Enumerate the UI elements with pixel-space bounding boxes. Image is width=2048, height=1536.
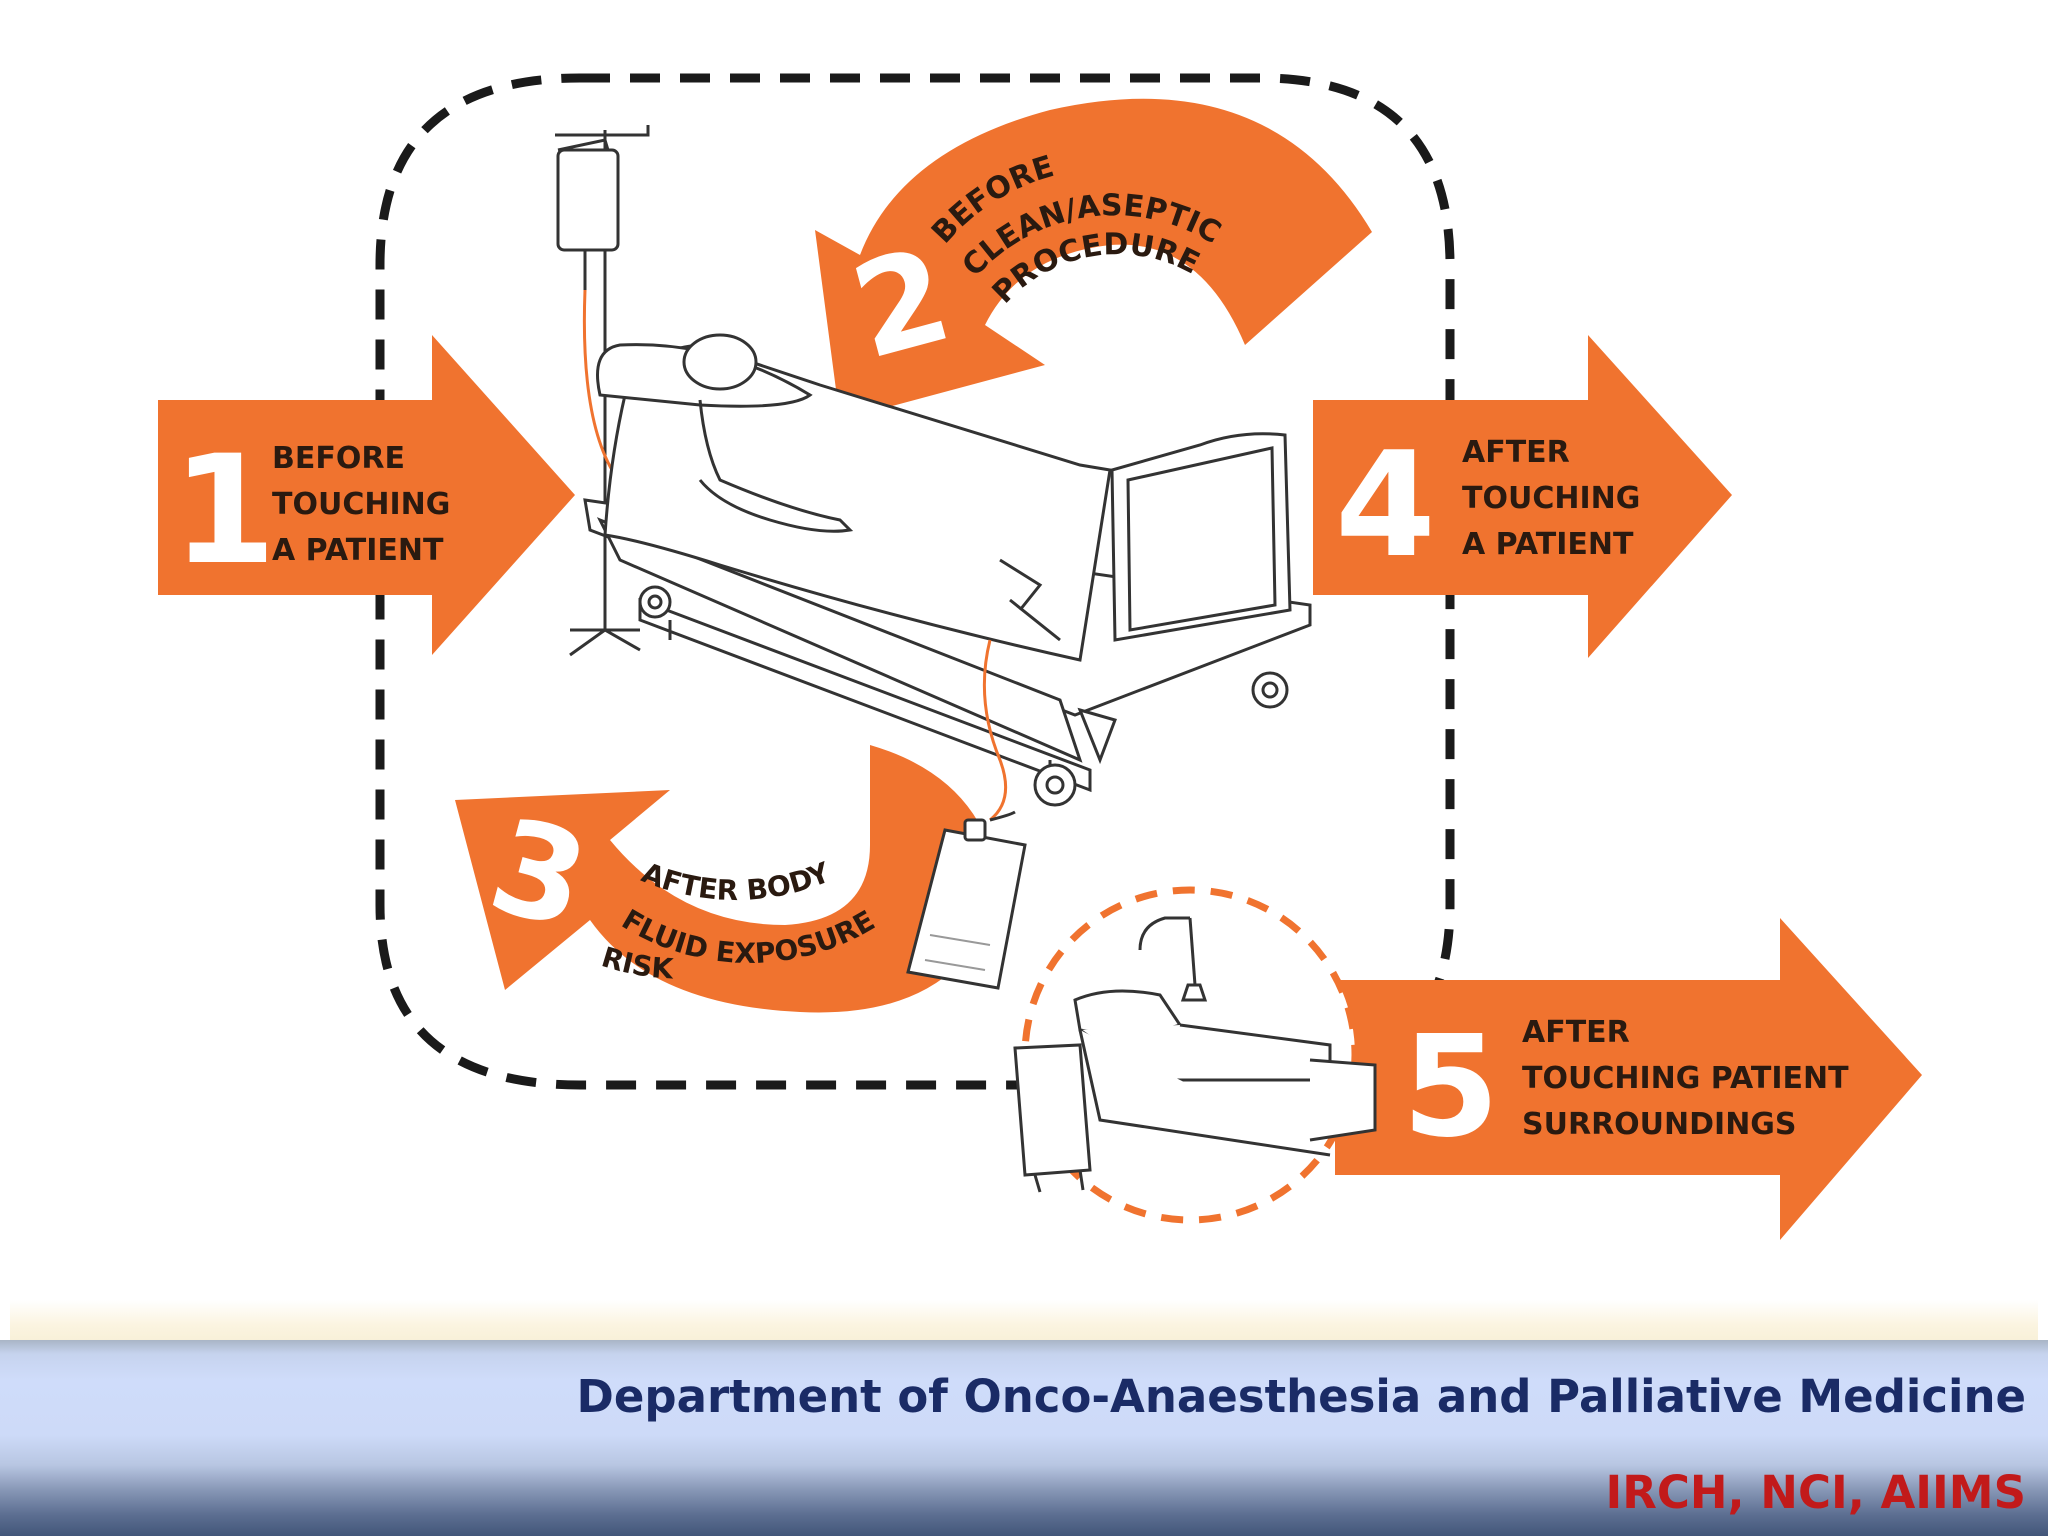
department-name: Department of Onco-Anaesthesia and Palli… <box>576 1370 2026 1423</box>
drainage-bag-illustration <box>906 810 1027 990</box>
moment-5-number: 5 <box>1402 1006 1499 1169</box>
footer-band <box>0 1340 2048 1536</box>
moment-4-line-2: TOUCHING <box>1462 481 1640 516</box>
patient-surroundings-illustration <box>1013 886 1377 1224</box>
moment-1-number: 1 <box>172 424 276 598</box>
iv-drip-stand-illustration <box>555 125 746 657</box>
moment-4-arrow: 4 AFTER TOUCHING A PATIENT <box>1313 335 1732 658</box>
patient-bed-illustration <box>583 333 1312 822</box>
moment-4-line-1: AFTER <box>1462 435 1570 470</box>
moment-5-line-3: SURROUNDINGS <box>1522 1107 1797 1142</box>
moment-4-line-3: A PATIENT <box>1462 527 1634 562</box>
moment-5-arrow: 5 AFTER TOUCHING PATIENT SURROUNDINGS <box>1335 918 1922 1240</box>
moment-2-arrow: 2 BEFORE CLEAN/ASEPTIC PROCEDURE <box>815 98 1372 420</box>
moment-1-line-1: BEFORE <box>272 441 405 476</box>
moment-4-number: 4 <box>1335 421 1436 590</box>
moment-1-line-2: TOUCHING <box>272 487 450 522</box>
moment-1-arrow: 1 BEFORE TOUCHING A PATIENT <box>158 335 575 655</box>
institution-name: IRCH, NCI, AIIMS <box>1605 1466 2026 1519</box>
moment-5-line-2: TOUCHING PATIENT <box>1522 1061 1849 1096</box>
footer-highlight-strip <box>10 1300 2038 1342</box>
moment-5-line-1: AFTER <box>1522 1015 1630 1050</box>
moment-1-line-3: A PATIENT <box>272 533 444 568</box>
